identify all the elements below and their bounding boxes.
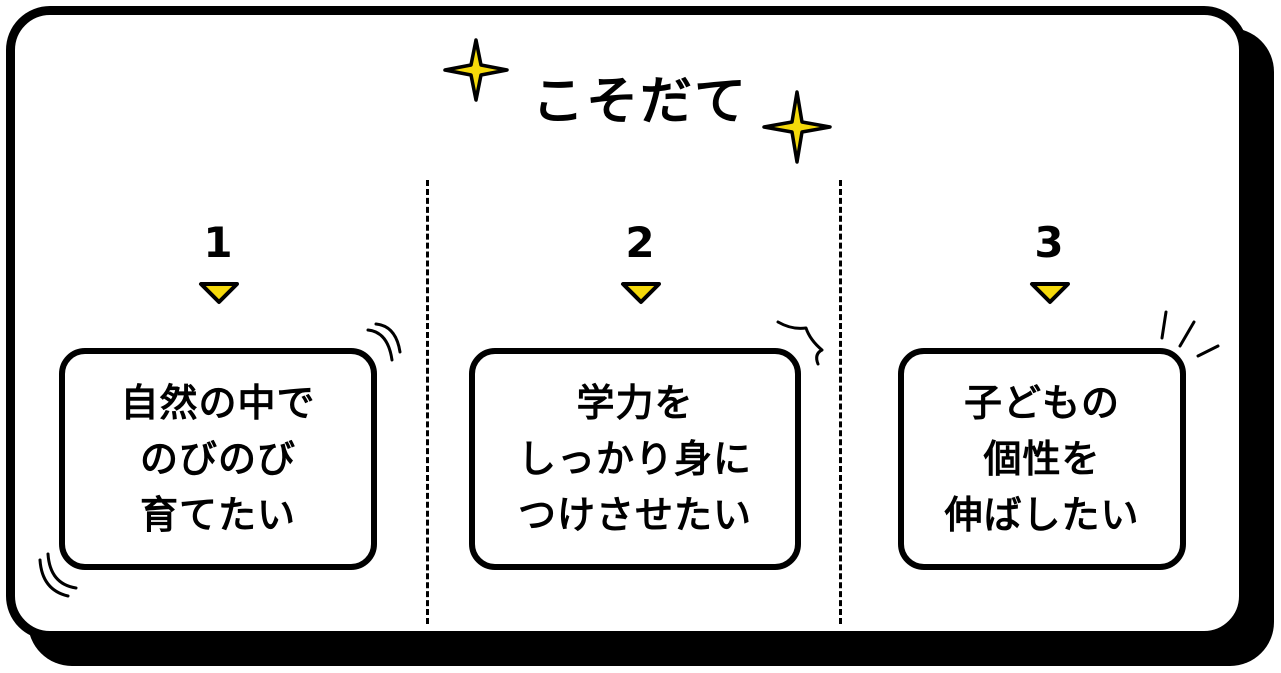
motion-lines-icon <box>366 322 402 362</box>
sparkle-icon <box>762 90 832 164</box>
item-text-line: のびのび <box>139 437 296 481</box>
burst-lines-icon <box>776 320 824 366</box>
item-text-line: 子どもの <box>963 381 1120 425</box>
item-number-3: 3 <box>1034 218 1064 267</box>
column-divider <box>426 180 429 624</box>
item-text-line: つけさせたい <box>517 493 752 537</box>
item-text-line: 個性を <box>983 437 1101 481</box>
item-box-3: 子どもの 個性を 伸ばしたい <box>898 348 1186 570</box>
down-triangle-icon <box>621 282 661 304</box>
burst-lines-icon <box>1160 310 1220 358</box>
column-divider <box>839 180 842 624</box>
item-box-2: 学力を しっかり身に つけさせたい <box>469 348 801 570</box>
motion-lines-icon <box>38 552 78 598</box>
sparkle-icon <box>443 38 509 102</box>
item-number-2: 2 <box>625 218 655 267</box>
item-text-line: 自然の中で <box>120 381 316 425</box>
down-triangle-icon <box>1030 282 1070 304</box>
item-box-1: 自然の中で のびのび 育てたい <box>59 348 377 570</box>
down-triangle-icon <box>199 282 239 304</box>
item-number-1: 1 <box>203 218 233 267</box>
item-text-line: 育てたい <box>139 493 296 537</box>
item-text-line: 伸ばしたい <box>944 493 1140 537</box>
item-text-line: 学力を <box>576 381 694 425</box>
page-title: こそだて <box>531 72 748 132</box>
item-text-line: しっかり身に <box>517 437 752 481</box>
